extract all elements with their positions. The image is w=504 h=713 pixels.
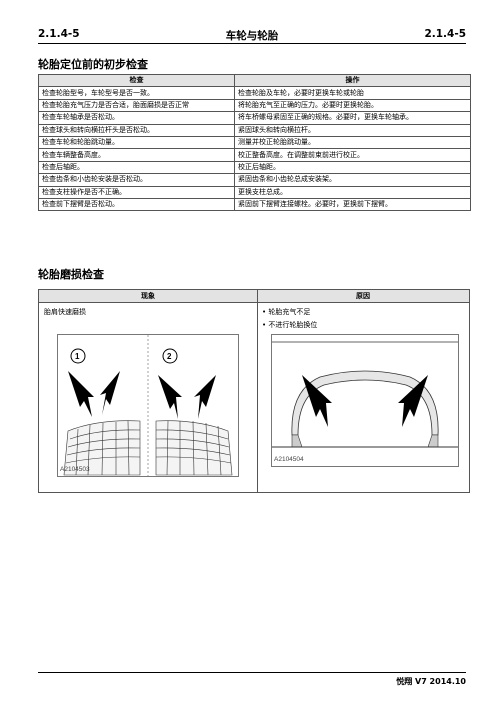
check-cell: 检查齿条和小齿轮安装是否松动。 (38, 173, 235, 187)
column-header-check: 检查 (38, 73, 235, 88)
column-header-cause: 原因 (257, 290, 469, 303)
table-row: 检查车辆整备高度。校正整备高度。在调整前束前进行校正。 (38, 148, 471, 162)
action-cell: 校正整备高度。在调整前束前进行校正。 (234, 148, 471, 162)
footer-rule (38, 672, 466, 673)
tire-section-figure: A2104504 (271, 334, 459, 467)
action-cell: 将轮胎充气至正确的压力。必要时更换轮胎。 (234, 98, 471, 113)
phenomenon-text: 胎肩快速磨损 (44, 308, 86, 316)
table-row: 检查轮胎充气压力是否合适，胎面磨损是否正常将轮胎充气至正确的压力。必要时更换轮胎… (38, 98, 471, 113)
table-header-row: 检查 操作 (38, 73, 471, 88)
action-cell: 紧固前下摆臂连接螺栓。必要时，更换前下摆臂。 (234, 197, 471, 212)
section-title-tire-wear: 轮胎磨损检查 (38, 268, 104, 281)
check-cell: 检查车轮和轮胎跳动量。 (38, 135, 235, 150)
cause-item: • 轮胎充气不足 (262, 308, 311, 316)
shoulder-wear-figure: 1 2 A2104503 (57, 334, 239, 477)
table-row: 检查车轮轴承是否松动。将车桥螺母紧固至正确的规格。必要时，更换车轮轴承。 (38, 111, 471, 125)
check-cell: 检查前下摆臂是否松动。 (38, 197, 235, 212)
action-cell: 紧固球头和转向横拉杆。 (234, 123, 471, 137)
preliminary-check-table: 检查 操作 检查轮胎型号，车轮型号是否一致。检查轮胎及车轮，必要时更换车轮或轮胎… (38, 73, 471, 212)
column-header-phenomenon: 现象 (39, 290, 257, 303)
shoulder-wear-illustration (63, 335, 233, 476)
section-title-preliminary-check: 轮胎定位前的初步检查 (38, 58, 148, 71)
action-cell: 将车桥螺母紧固至正确的规格。必要时，更换车轮轴承。 (234, 111, 471, 125)
figure-id-left: A2104503 (60, 466, 90, 473)
header-rule (38, 43, 466, 44)
cause-item-label: 轮胎充气不足 (268, 308, 311, 316)
table-row: 检查轮胎型号，车轮型号是否一致。检查轮胎及车轮，必要时更换车轮或轮胎 (38, 86, 471, 100)
column-header-action: 操作 (234, 73, 471, 88)
check-cell: 检查车轮轴承是否松动。 (38, 111, 235, 125)
chapter-title: 车轮与轮胎 (225, 30, 279, 42)
action-cell: 紧固齿条和小齿轮总成安装架。 (234, 173, 471, 187)
action-cell: 校正后轴距。 (234, 160, 471, 175)
callout-2: 2 (167, 352, 172, 361)
action-cell: 检查轮胎及车轮，必要时更换车轮或轮胎 (234, 86, 471, 100)
column-divider (257, 290, 258, 492)
action-cell: 更换支柱总成。 (234, 185, 471, 199)
tire-section-illustration (272, 341, 458, 448)
check-cell: 检查车辆整备高度。 (38, 148, 235, 162)
action-cell: 测量并校正轮胎跳动量。 (234, 135, 471, 150)
check-cell: 检查后轴距。 (38, 160, 235, 175)
table-row: 检查前下摆臂是否松动。紧固前下摆臂连接螺栓。必要时，更换前下摆臂。 (38, 197, 471, 212)
callout-1: 1 (75, 352, 80, 361)
cause-item-label: 不进行轮胎换位 (268, 321, 318, 329)
figure-id-right: A2104504 (274, 456, 304, 463)
check-cell: 检查球头和转向横拉杆头是否松动。 (38, 123, 235, 137)
page-number-right: 2.1.4-5 (424, 28, 466, 40)
table-row: 检查齿条和小齿轮安装是否松动。紧固齿条和小齿轮总成安装架。 (38, 173, 471, 187)
check-cell: 检查支柱操作是否不正确。 (38, 185, 235, 199)
check-cell: 检查轮胎型号，车轮型号是否一致。 (38, 86, 235, 100)
table-row: 检查支柱操作是否不正确。更换支柱总成。 (38, 185, 471, 199)
tire-wear-table: 现象 原因 胎肩快速磨损 • 轮胎充气不足 • 不进行轮胎换位 (38, 289, 470, 493)
table-row: 检查后轴距。校正后轴距。 (38, 160, 471, 175)
table-row: 检查车轮和轮胎跳动量。测量并校正轮胎跳动量。 (38, 135, 471, 150)
page-number-left: 2.1.4-5 (38, 28, 80, 40)
footer-model-date: 悦翔 V7 2014.10 (396, 677, 466, 686)
cause-item: • 不进行轮胎换位 (262, 321, 318, 329)
check-cell: 检查轮胎充气压力是否合适，胎面磨损是否正常 (38, 98, 235, 113)
table-row: 检查球头和转向横拉杆头是否松动。紧固球头和转向横拉杆。 (38, 123, 471, 137)
